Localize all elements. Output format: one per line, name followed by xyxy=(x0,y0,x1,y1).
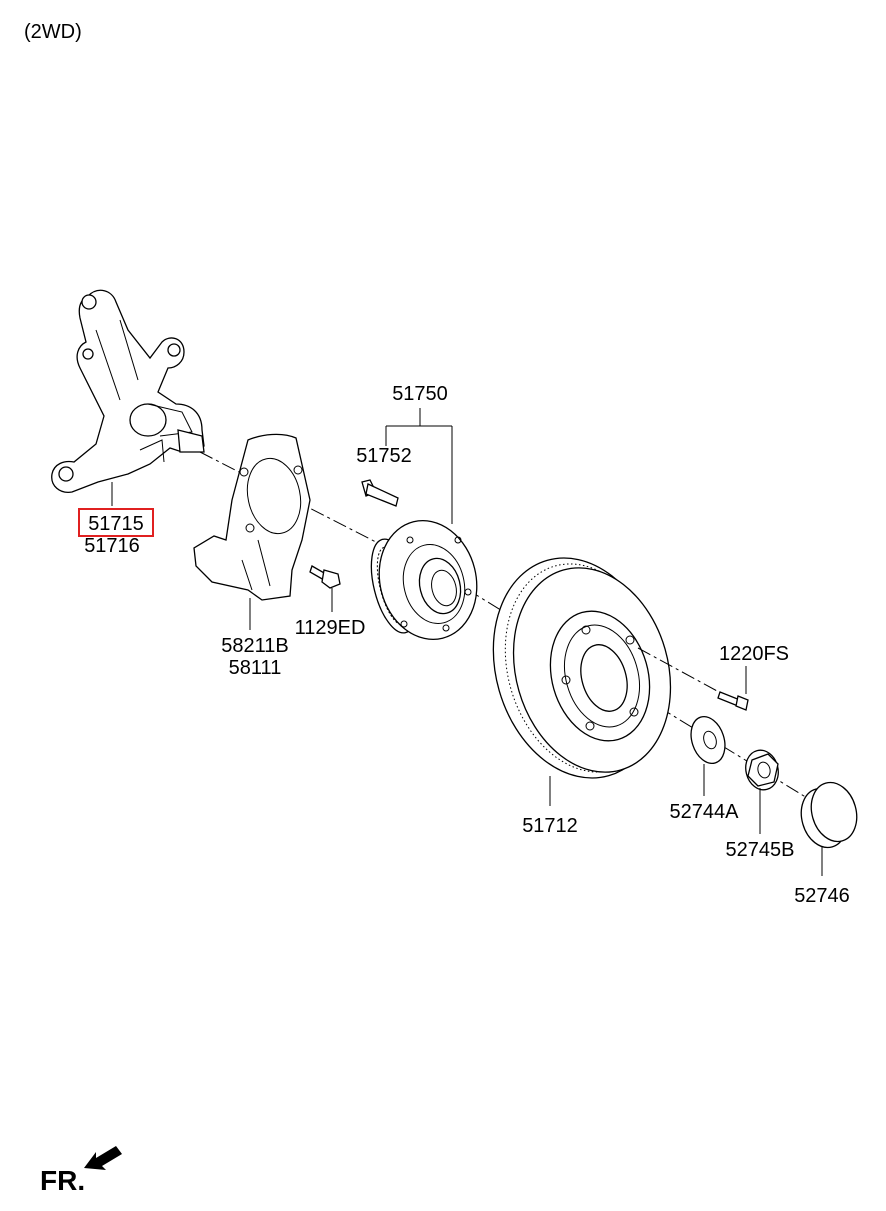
wheel-stud-drawing xyxy=(361,479,399,507)
hub-assembly-leader xyxy=(385,408,453,524)
part-label-52744A[interactable]: 52744A xyxy=(670,801,740,823)
hub-assembly-drawing xyxy=(370,519,478,641)
screw-center-line xyxy=(637,647,731,699)
highlight-box-51715 xyxy=(78,508,154,537)
bolt-1129ED-drawing xyxy=(309,565,341,589)
front-direction-label: FR. xyxy=(40,1165,85,1196)
hub-nut-drawing xyxy=(745,749,779,791)
front-direction-arrow-icon xyxy=(84,1146,122,1170)
part-label-1129ED[interactable]: 1129ED xyxy=(295,617,366,639)
hub-cap-drawing xyxy=(800,781,858,849)
part-label-52746[interactable]: 52746 xyxy=(794,885,850,907)
steering-knuckle-drawing xyxy=(51,289,205,493)
brake-disc-drawing xyxy=(492,557,672,779)
screw-1220FS-drawing xyxy=(717,691,749,711)
variant-label: (2WD) xyxy=(24,21,82,43)
part-label-51715[interactable]: 51715 xyxy=(88,513,144,535)
part-label-51712[interactable]: 51712 xyxy=(522,815,578,837)
part-label-52745B[interactable]: 52745B xyxy=(726,839,795,861)
washer-drawing xyxy=(690,715,726,765)
part-label-51716[interactable]: 51716 xyxy=(84,535,140,557)
part-label-58111[interactable]: 58111 xyxy=(229,657,282,679)
part-label-1220FS[interactable]: 1220FS xyxy=(719,643,789,665)
dust-cover-drawing xyxy=(193,433,311,601)
part-label-51752[interactable]: 51752 xyxy=(356,445,412,467)
part-label-58211B[interactable]: 58211B xyxy=(221,635,288,657)
part-label-51750[interactable]: 51750 xyxy=(392,383,448,405)
